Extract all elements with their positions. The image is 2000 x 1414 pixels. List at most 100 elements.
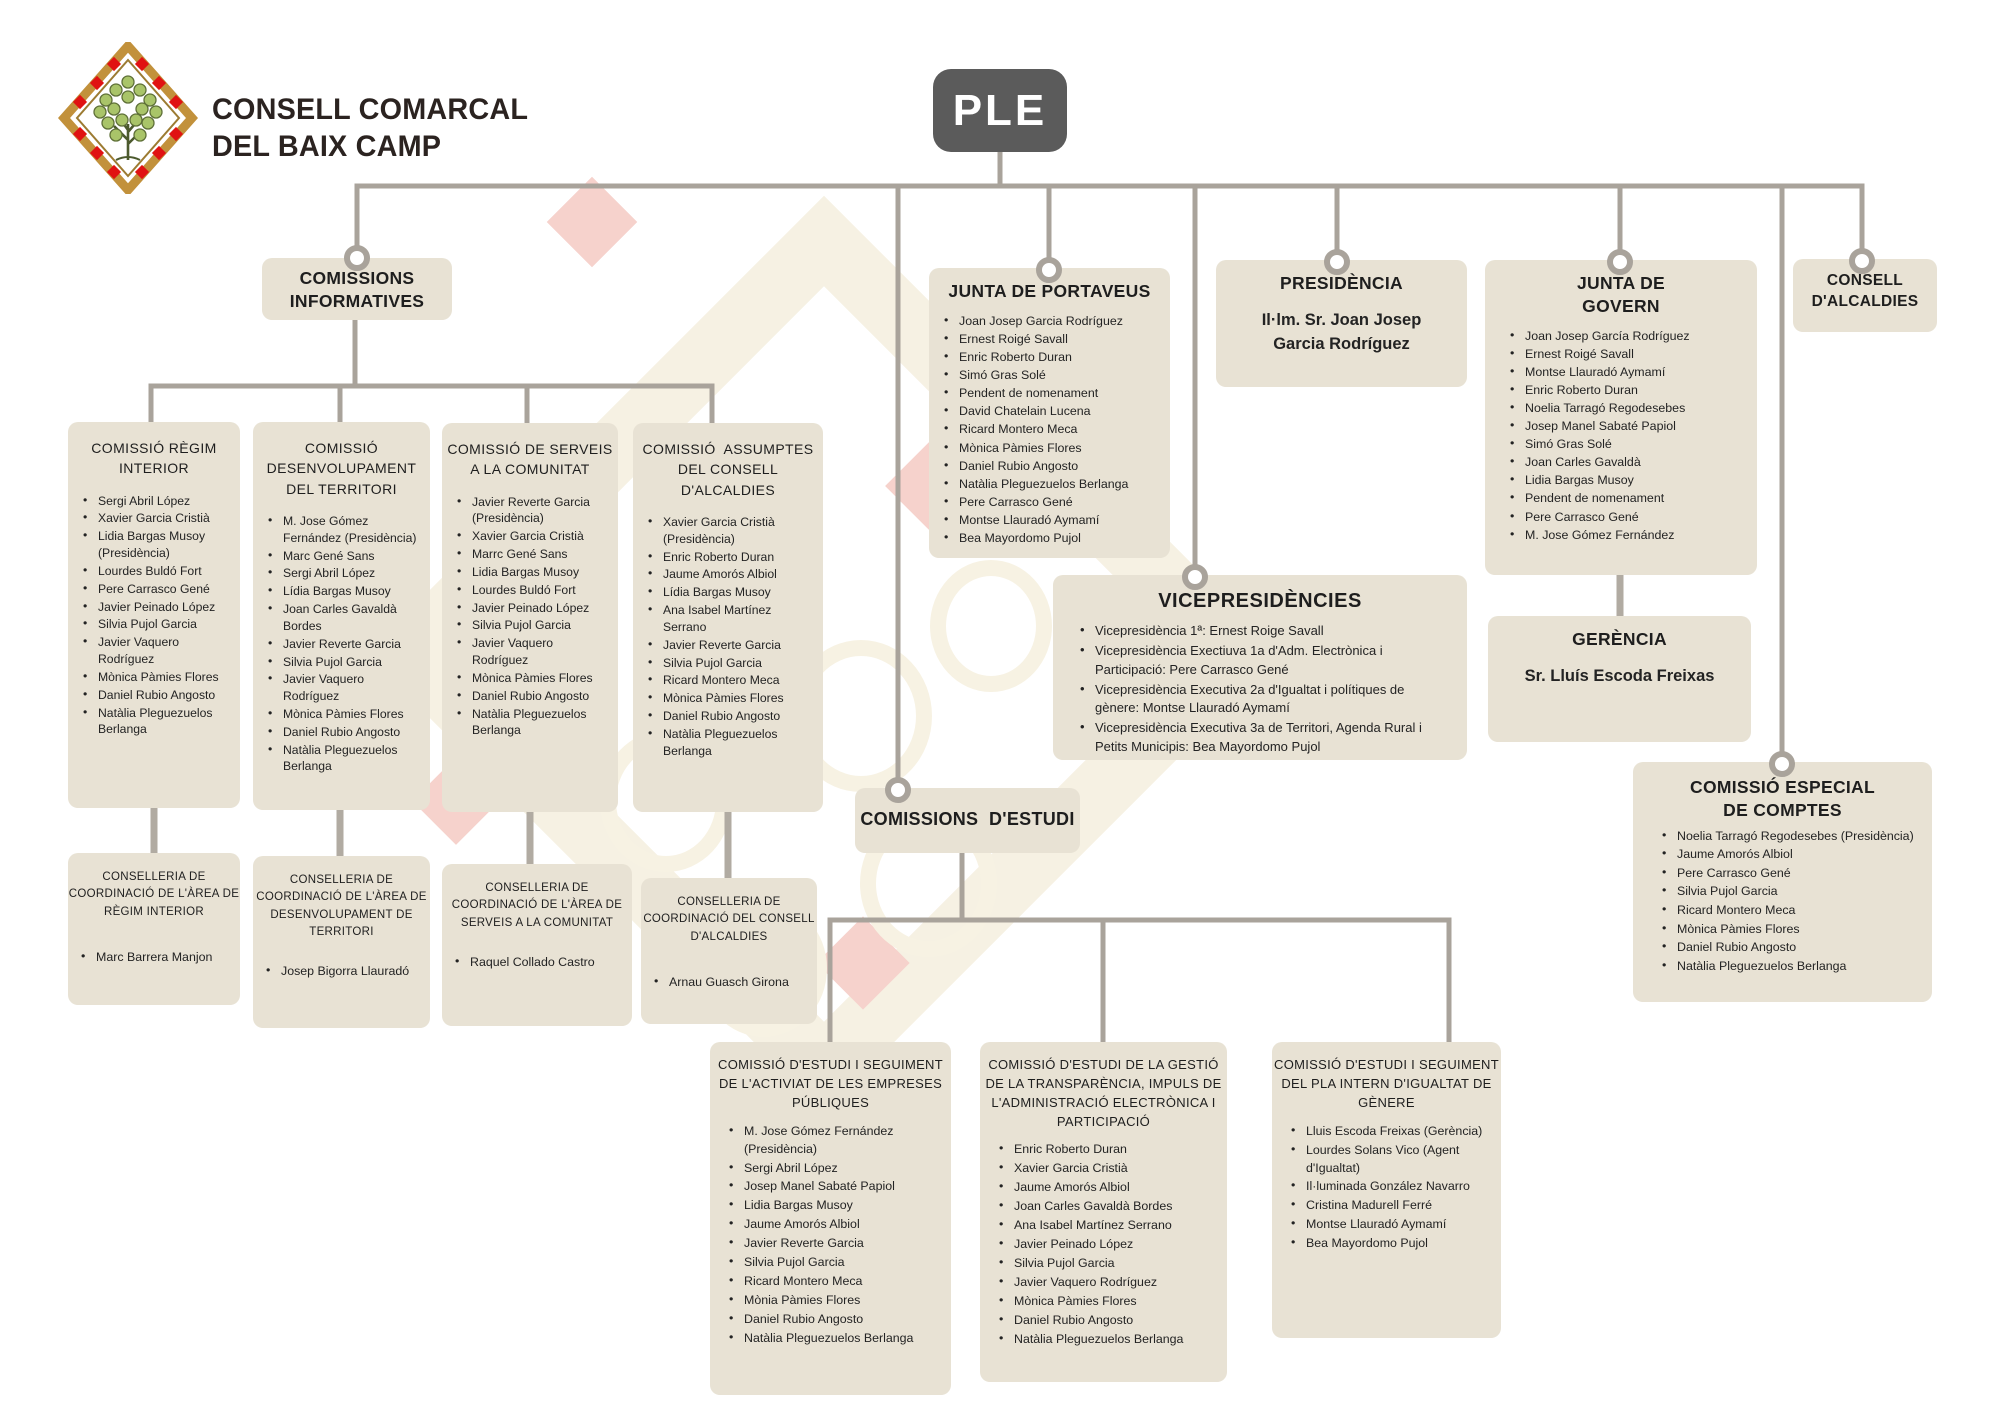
member-item: Ana Isabel Martínez Serrano <box>999 1216 1217 1235</box>
member-item: Xavier Garcia Cristià <box>999 1159 1217 1178</box>
member-item: Marc Barrera Manjon <box>81 948 230 966</box>
member-item: Lídia Bargas Musoy <box>648 583 813 601</box>
member-item: Josep Bigorra Llauradó <box>266 962 420 980</box>
member-item: Natàlia Pleguezuelos Berlanga <box>648 725 813 760</box>
member-item: Vicepresidència Executiva 2a d'Igualtat … <box>1080 680 1451 719</box>
member-item: Joan Carles Gavaldà <box>1510 453 1747 471</box>
node-presidencia: PRESIDÈNCIA Il·lm. Sr. Joan Josep Garcia… <box>1216 260 1467 387</box>
member-item: Lourdes Solans Vico (Agent d'Igualtat) <box>1291 1141 1491 1178</box>
member-item: Ricard Montero Meca <box>1662 901 1922 920</box>
member-item: Ricard Montero Meca <box>648 671 813 689</box>
member-item: Javier Vaquero Rodríguez <box>457 634 608 669</box>
member-item: Mònica Pàmies Flores <box>1662 920 1922 939</box>
member-list: Noelia Tarragó Regodesebes (Presidència)… <box>1633 827 1932 976</box>
member-item: Vicepresidència 1ª: Ernest Roige Savall <box>1080 621 1451 641</box>
member-item: Lídia Bargas Musoy <box>268 582 420 600</box>
member-item: Enric Roberto Duran <box>648 548 813 566</box>
member-item: Enric Roberto Duran <box>999 1140 1217 1159</box>
member-item: Mònica Pàmies Flores <box>268 705 420 723</box>
consell-comarcal-logo <box>58 42 198 194</box>
node-title: CONSELL D'ALCALDIES <box>1811 272 1919 310</box>
node-title: JUNTA DE GOVERN <box>1577 273 1671 316</box>
member-item: Joan Josep Garcia Rodríguez <box>944 312 1160 330</box>
node-comissio-especial-comptes: COMISSIÓ ESPECIAL DE COMPTES Noelia Tarr… <box>1633 762 1932 1002</box>
member-item: Marrc Gené Sans <box>457 545 608 563</box>
member-item: Bea Mayordomo Pujol <box>944 529 1160 547</box>
member-item: Montse Llauradó Aymamí <box>1291 1215 1491 1234</box>
member-item: Javier Peinado López <box>83 598 230 616</box>
node-title: COMISSIÓ DE SERVEIS A LA COMUNITAT <box>447 441 617 478</box>
brand-title-line2: DEL BAIX CAMP <box>212 129 442 163</box>
member-item: Xavier Garcia Cristià (Presidència) <box>648 513 813 548</box>
member-list: Vicepresidència 1ª: Ernest Roige SavallV… <box>1053 621 1467 757</box>
member-item: Lourdes Buldó Fort <box>83 562 230 580</box>
node-estudi-empreses-publiques: COMISSIÓ D'ESTUDI I SEGUIMENT DE L'ACTIV… <box>710 1042 951 1395</box>
member-item: Joan Carles Gavaldà Bordes <box>999 1197 1217 1216</box>
member-item: Daniel Rubio Angosto <box>83 686 230 704</box>
node-vicepresidencies: VICEPRESIDÈNCIES Vicepresidència 1ª: Ern… <box>1053 575 1467 760</box>
member-item: David Chatelain Lucena <box>944 402 1160 420</box>
member-list: Xavier Garcia Cristià (Presidència)Enric… <box>633 513 823 760</box>
node-conselleria-alcaldies: CONSELLERIA DE COORDINACIÓ DEL CONSELL D… <box>641 878 817 1024</box>
member-item: Javier Reverte Garcia <box>729 1234 941 1253</box>
member-item: Daniel Rubio Angosto <box>268 723 420 741</box>
member-item: Joan Josep García Rodríguez <box>1510 326 1747 345</box>
member-item: Javier Vaquero Rodríguez <box>268 670 420 705</box>
node-comissions-informatives: COMISSIONS INFORMATIVES <box>262 258 452 320</box>
member-item: Pere Carrasco Gené <box>1662 864 1922 883</box>
member-item: Mònica Pàmies Flores <box>83 668 230 686</box>
member-list: Joan Josep Garcia RodríguezErnest Roigé … <box>929 312 1170 547</box>
member-item: Jaume Amorós Albiol <box>999 1178 1217 1197</box>
node-title: COMISSIÓ RÈGIM INTERIOR <box>91 440 221 477</box>
member-item: Silvia Pujol Garcia <box>268 653 420 671</box>
member-list: Lluis Escoda Freixas (Gerència)Lourdes S… <box>1272 1122 1501 1254</box>
member-item: Javier Vaquero Rodríguez <box>83 633 230 668</box>
member-item: Sergi Abril López <box>268 564 420 582</box>
member-list: Marc Barrera Manjon <box>68 948 240 966</box>
node-ple: PLE <box>933 69 1067 152</box>
member-item: Silvia Pujol Garcia <box>999 1254 1217 1273</box>
member-item: Montse Llauradó Aymamí <box>944 511 1160 529</box>
member-item: Lidia Bargas Musoy <box>457 563 608 581</box>
member-item: Lourdes Buldó Fort <box>457 581 608 599</box>
member-item: Natàlia Pleguezuelos Berlanga <box>1662 957 1922 976</box>
member-item: Noelia Tarragó Regodesebes (Presidència) <box>1662 827 1922 846</box>
member-item: Mònia Pàmies Flores <box>729 1291 941 1310</box>
member-item: Sergi Abril López <box>83 492 230 510</box>
member-item: Jaume Amorós Albiol <box>729 1215 941 1234</box>
brand-title: CONSELL COMARCAL DEL BAIX CAMP <box>212 92 528 165</box>
member-item: Pere Carrasco Gené <box>944 493 1160 511</box>
member-item: Enric Roberto Duran <box>1510 381 1747 399</box>
member-item: Mònica Pàmies Flores <box>457 669 608 687</box>
member-item: Arnau Guasch Girona <box>654 973 807 991</box>
member-item: Daniel Rubio Angosto <box>999 1311 1217 1330</box>
member-list: M. Jose Gómez Fernández (Presidència)Ser… <box>710 1122 951 1349</box>
member-item: Jaume Amorós Albiol <box>648 565 813 583</box>
member-list: Josep Bigorra Llauradó <box>253 962 430 980</box>
member-item: Xavier Garcia Cristià <box>83 509 230 527</box>
member-item: Pendent de nomenament <box>1510 489 1747 507</box>
node-title: CONSELLERIA DE COORDINACIÓ DE L'ÀREA DE … <box>451 882 626 929</box>
node-title: GERÈNCIA <box>1572 629 1667 649</box>
line-main-bus <box>354 183 1865 263</box>
member-item: Javier Peinado López <box>457 599 608 617</box>
member-item: Lidia Bargas Musoy (Presidència) <box>83 527 230 562</box>
line-ce-bus <box>827 917 1452 1046</box>
member-item: Il·luminada González Navarro <box>1291 1177 1491 1196</box>
member-item: Xavier Garcia Cristià <box>457 527 608 545</box>
node-title: CONSELLERIA DE COORDINACIÓ DE L'ÀREA DE … <box>256 874 431 938</box>
member-list: Enric Roberto DuranXavier Garcia Cristià… <box>980 1140 1227 1349</box>
node-title: CONSELLERIA DE COORDINACIÓ DEL CONSELL D… <box>643 896 819 943</box>
member-item: Mònica Pàmies Flores <box>944 439 1160 457</box>
node-gerencia: GERÈNCIA Sr. Lluís Escoda Freixas <box>1488 616 1751 742</box>
member-list: Joan Josep García RodríguezErnest Roigé … <box>1485 326 1757 544</box>
member-item: Daniel Rubio Angosto <box>944 457 1160 475</box>
member-item: Mònica Pàmies Flores <box>999 1292 1217 1311</box>
member-item: Javier Vaquero Rodríguez <box>999 1273 1217 1292</box>
node-title: PRESIDÈNCIA <box>1280 273 1403 293</box>
member-item: Pere Carrasco Gené <box>1510 508 1747 526</box>
member-item: Bea Mayordomo Pujol <box>1291 1234 1491 1253</box>
node-comissio-desenvolupament: COMISSIÓ DESENVOLUPAMENT DEL TERRITORI M… <box>253 422 430 810</box>
member-item: Silvia Pujol Garcia <box>1662 882 1922 901</box>
node-title: COMISSIONS D'ESTUDI <box>860 809 1075 829</box>
